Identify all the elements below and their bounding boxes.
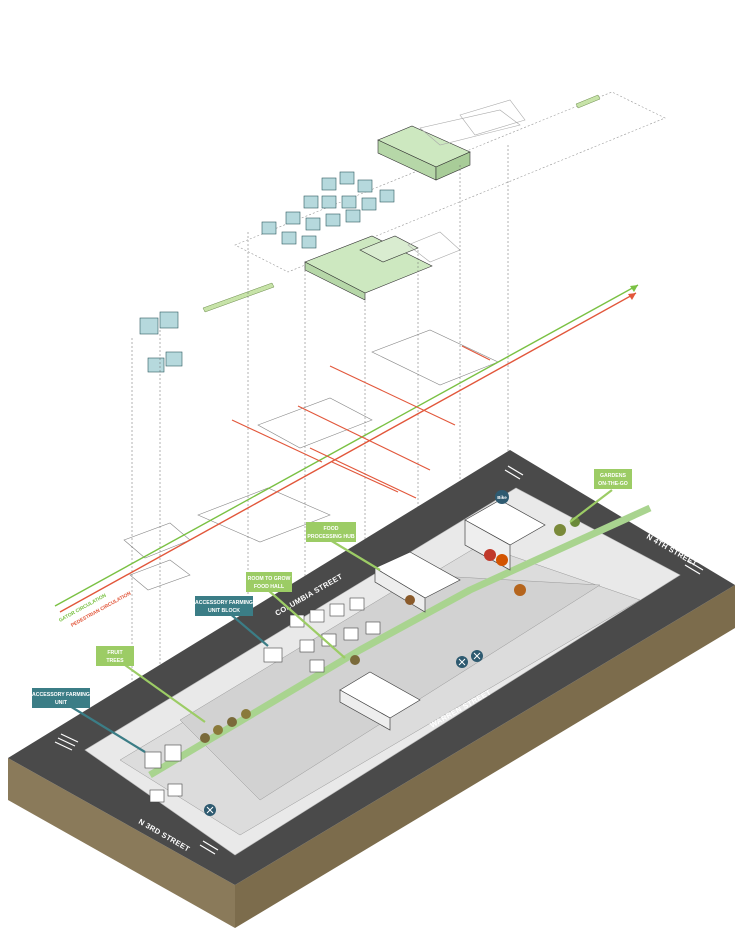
- middle-layer-plate: [129, 559, 191, 591]
- svg-text:UNIT BLOCK: UNIT BLOCK: [208, 608, 240, 614]
- pedestrian-circulation-line: [59, 292, 637, 613]
- circulation-lines: [54, 284, 639, 613]
- afu-left-modules: [139, 311, 183, 373]
- crosswalks: [54, 465, 704, 855]
- tag-fruit-trees: FRUIT TREES: [96, 646, 134, 666]
- top-green-bar: [202, 282, 275, 313]
- trees: [200, 517, 580, 743]
- tools-circle-icon: [204, 804, 216, 816]
- tag-gardens-on-the-go: GARDENS ON-THE-GO: [594, 469, 632, 489]
- soil-side-front: [8, 758, 235, 928]
- food-processing-hub-model: [377, 99, 526, 181]
- middle-layer-plate: [123, 522, 191, 559]
- middle-layer-plate: [371, 329, 499, 386]
- tools-circle-icon: [456, 656, 468, 668]
- soil-side-right: [235, 585, 735, 928]
- top-layer-outline: [234, 91, 666, 273]
- pedestrian-branch-lines: [231, 345, 491, 499]
- tag-food-processing-hub: FOOD PROCESSING HUB: [306, 522, 356, 542]
- svg-text:UNIT: UNIT: [55, 700, 68, 706]
- svg-text:FOOD: FOOD: [324, 526, 339, 532]
- svg-text:ACCESSORY FARMING: ACCESSORY FARMING: [195, 600, 253, 606]
- svg-text:GARDENS: GARDENS: [600, 473, 626, 479]
- svg-text:TREES: TREES: [106, 658, 124, 664]
- svg-text:PROCESSING HUB: PROCESSING HUB: [307, 534, 355, 540]
- room-to-grow-model: [304, 231, 461, 301]
- site-buildings: [144, 499, 580, 803]
- middle-layer-plate: [257, 397, 373, 449]
- site-base: [8, 450, 735, 928]
- svg-text:Bike: Bike: [497, 495, 507, 500]
- callout-leaders: [59, 489, 613, 753]
- bike-badge-icon: Bike: [495, 490, 509, 504]
- middle-layer-plate: [197, 487, 331, 543]
- svg-text:ON-THE-GO: ON-THE-GO: [598, 481, 628, 487]
- afu-module-cluster: [261, 171, 395, 249]
- exploded-layers: GATOR CIRCULATION PEDESTRIAN CIRCULATION: [54, 91, 666, 790]
- svg-text:FRUIT: FRUIT: [107, 650, 123, 656]
- tag-afu-block: ACCESSORY FARMING UNIT BLOCK: [195, 596, 253, 616]
- tools-circle-icon: [471, 650, 483, 662]
- tag-room-to-grow: ROOM TO GROW FOOD HALL: [246, 572, 292, 592]
- svg-text:ACCESSORY FARMING: ACCESSORY FARMING: [32, 692, 90, 698]
- green-alley: [148, 504, 652, 779]
- svg-text:FOOD HALL: FOOD HALL: [254, 584, 285, 590]
- top-green-bar: [575, 94, 601, 109]
- tag-afu: ACCESSORY FARMING UNIT: [32, 688, 90, 708]
- gator-circulation-line: [54, 284, 639, 607]
- svg-text:ROOM TO GROW: ROOM TO GROW: [248, 576, 291, 582]
